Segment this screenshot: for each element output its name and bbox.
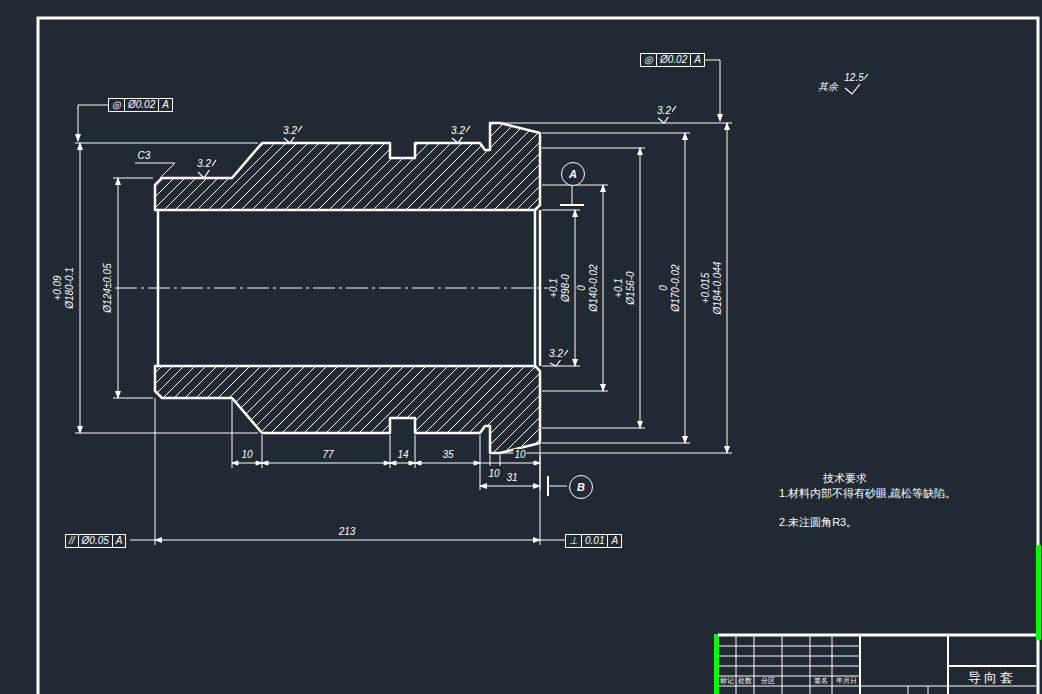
dimension-text: 77 [321, 449, 334, 461]
note-heading: 技术要求 [822, 471, 868, 485]
frame-text: A [569, 168, 577, 180]
dimension-text: 213 [338, 526, 357, 538]
center-line [115, 288, 548, 289]
tolerance-text: 0 [576, 284, 588, 292]
frame-text: Ø0.05 [78, 535, 112, 547]
frame-text: A [690, 54, 704, 66]
frame-text: A [112, 535, 126, 547]
frame-text: ◎ [641, 54, 656, 66]
roughness-value: 3.2 [196, 158, 212, 170]
tolerance-frame: ⊥0.01A [565, 534, 622, 548]
datum-circle: A [561, 162, 585, 186]
tolerance-frame: ◎Ø0.02A [108, 98, 173, 112]
tolerance-text: +0.1 [548, 277, 560, 299]
chamfer-note: C3 [137, 150, 152, 162]
note-text: 2.未注圆角R3。 [778, 515, 965, 529]
dimension-text: 10 [513, 449, 526, 461]
frame-text: Ø0.02 [124, 99, 158, 111]
dimension-text: Ø184-0.044 [712, 261, 724, 316]
title-cell: 分区 [760, 677, 776, 685]
tolerance-text: 0 [658, 284, 670, 292]
frame-text: A [607, 535, 621, 547]
frame-text: // [66, 535, 78, 547]
roughness-value: 3.2 [656, 105, 672, 117]
tolerance-text: +0.015 [700, 272, 712, 305]
title-cell: 标记 [719, 677, 735, 685]
frame-text: 0.01 [581, 535, 607, 547]
tolerance-frame: //Ø0.05A [65, 534, 126, 548]
dimension-text: Ø170-0.02 [670, 263, 682, 312]
dimension-text: Ø98-0 [560, 273, 572, 303]
dimension-text: Ø140-0.02 [588, 263, 600, 312]
tolerance-frame: ◎Ø0.02A [640, 53, 705, 67]
roughness-value: 12.5 [843, 72, 864, 84]
roughness-value: 3.2 [548, 348, 564, 360]
tolerance-text: +0.09 [52, 274, 64, 301]
title-block [718, 635, 1036, 694]
dimension-text: 31 [505, 472, 518, 484]
roughness-value: 3.2 [450, 125, 466, 137]
dimension-text: 35 [441, 449, 454, 461]
drawing-title: 导向套 [967, 670, 1017, 685]
title-cell: 签名 [813, 677, 829, 685]
dimension-text: 14 [396, 449, 409, 461]
roughness-symbols [198, 74, 868, 366]
frame-text: B [577, 481, 585, 493]
highlight-bar [1036, 545, 1041, 640]
tolerance-text: +0.1 [613, 277, 625, 299]
title-cell: 处数 [737, 677, 753, 685]
frame-text: A [158, 99, 172, 111]
datum-circle: B [569, 475, 593, 499]
frame [38, 18, 1038, 694]
dimension-text: Ø124±0.05 [102, 262, 114, 313]
dimension-text: 10 [240, 449, 253, 461]
dimension-text: 10 [487, 468, 500, 480]
dimension-text: Ø156-0 [625, 270, 637, 305]
frame-text: ◎ [109, 99, 124, 111]
note-text: 1.材料内部不得有砂眼,疏松等缺陷。 [778, 486, 965, 500]
roughness-note: 其余 [817, 81, 839, 93]
frame-text: ⊥ [566, 535, 581, 547]
title-cell: 年月日 [835, 677, 858, 685]
highlight-bar [714, 634, 719, 694]
frame-text: Ø0.02 [656, 54, 690, 66]
dimension-text: Ø180-0.1 [64, 266, 76, 310]
dimension-lines [75, 60, 732, 545]
roughness-value: 3.2 [282, 125, 298, 137]
